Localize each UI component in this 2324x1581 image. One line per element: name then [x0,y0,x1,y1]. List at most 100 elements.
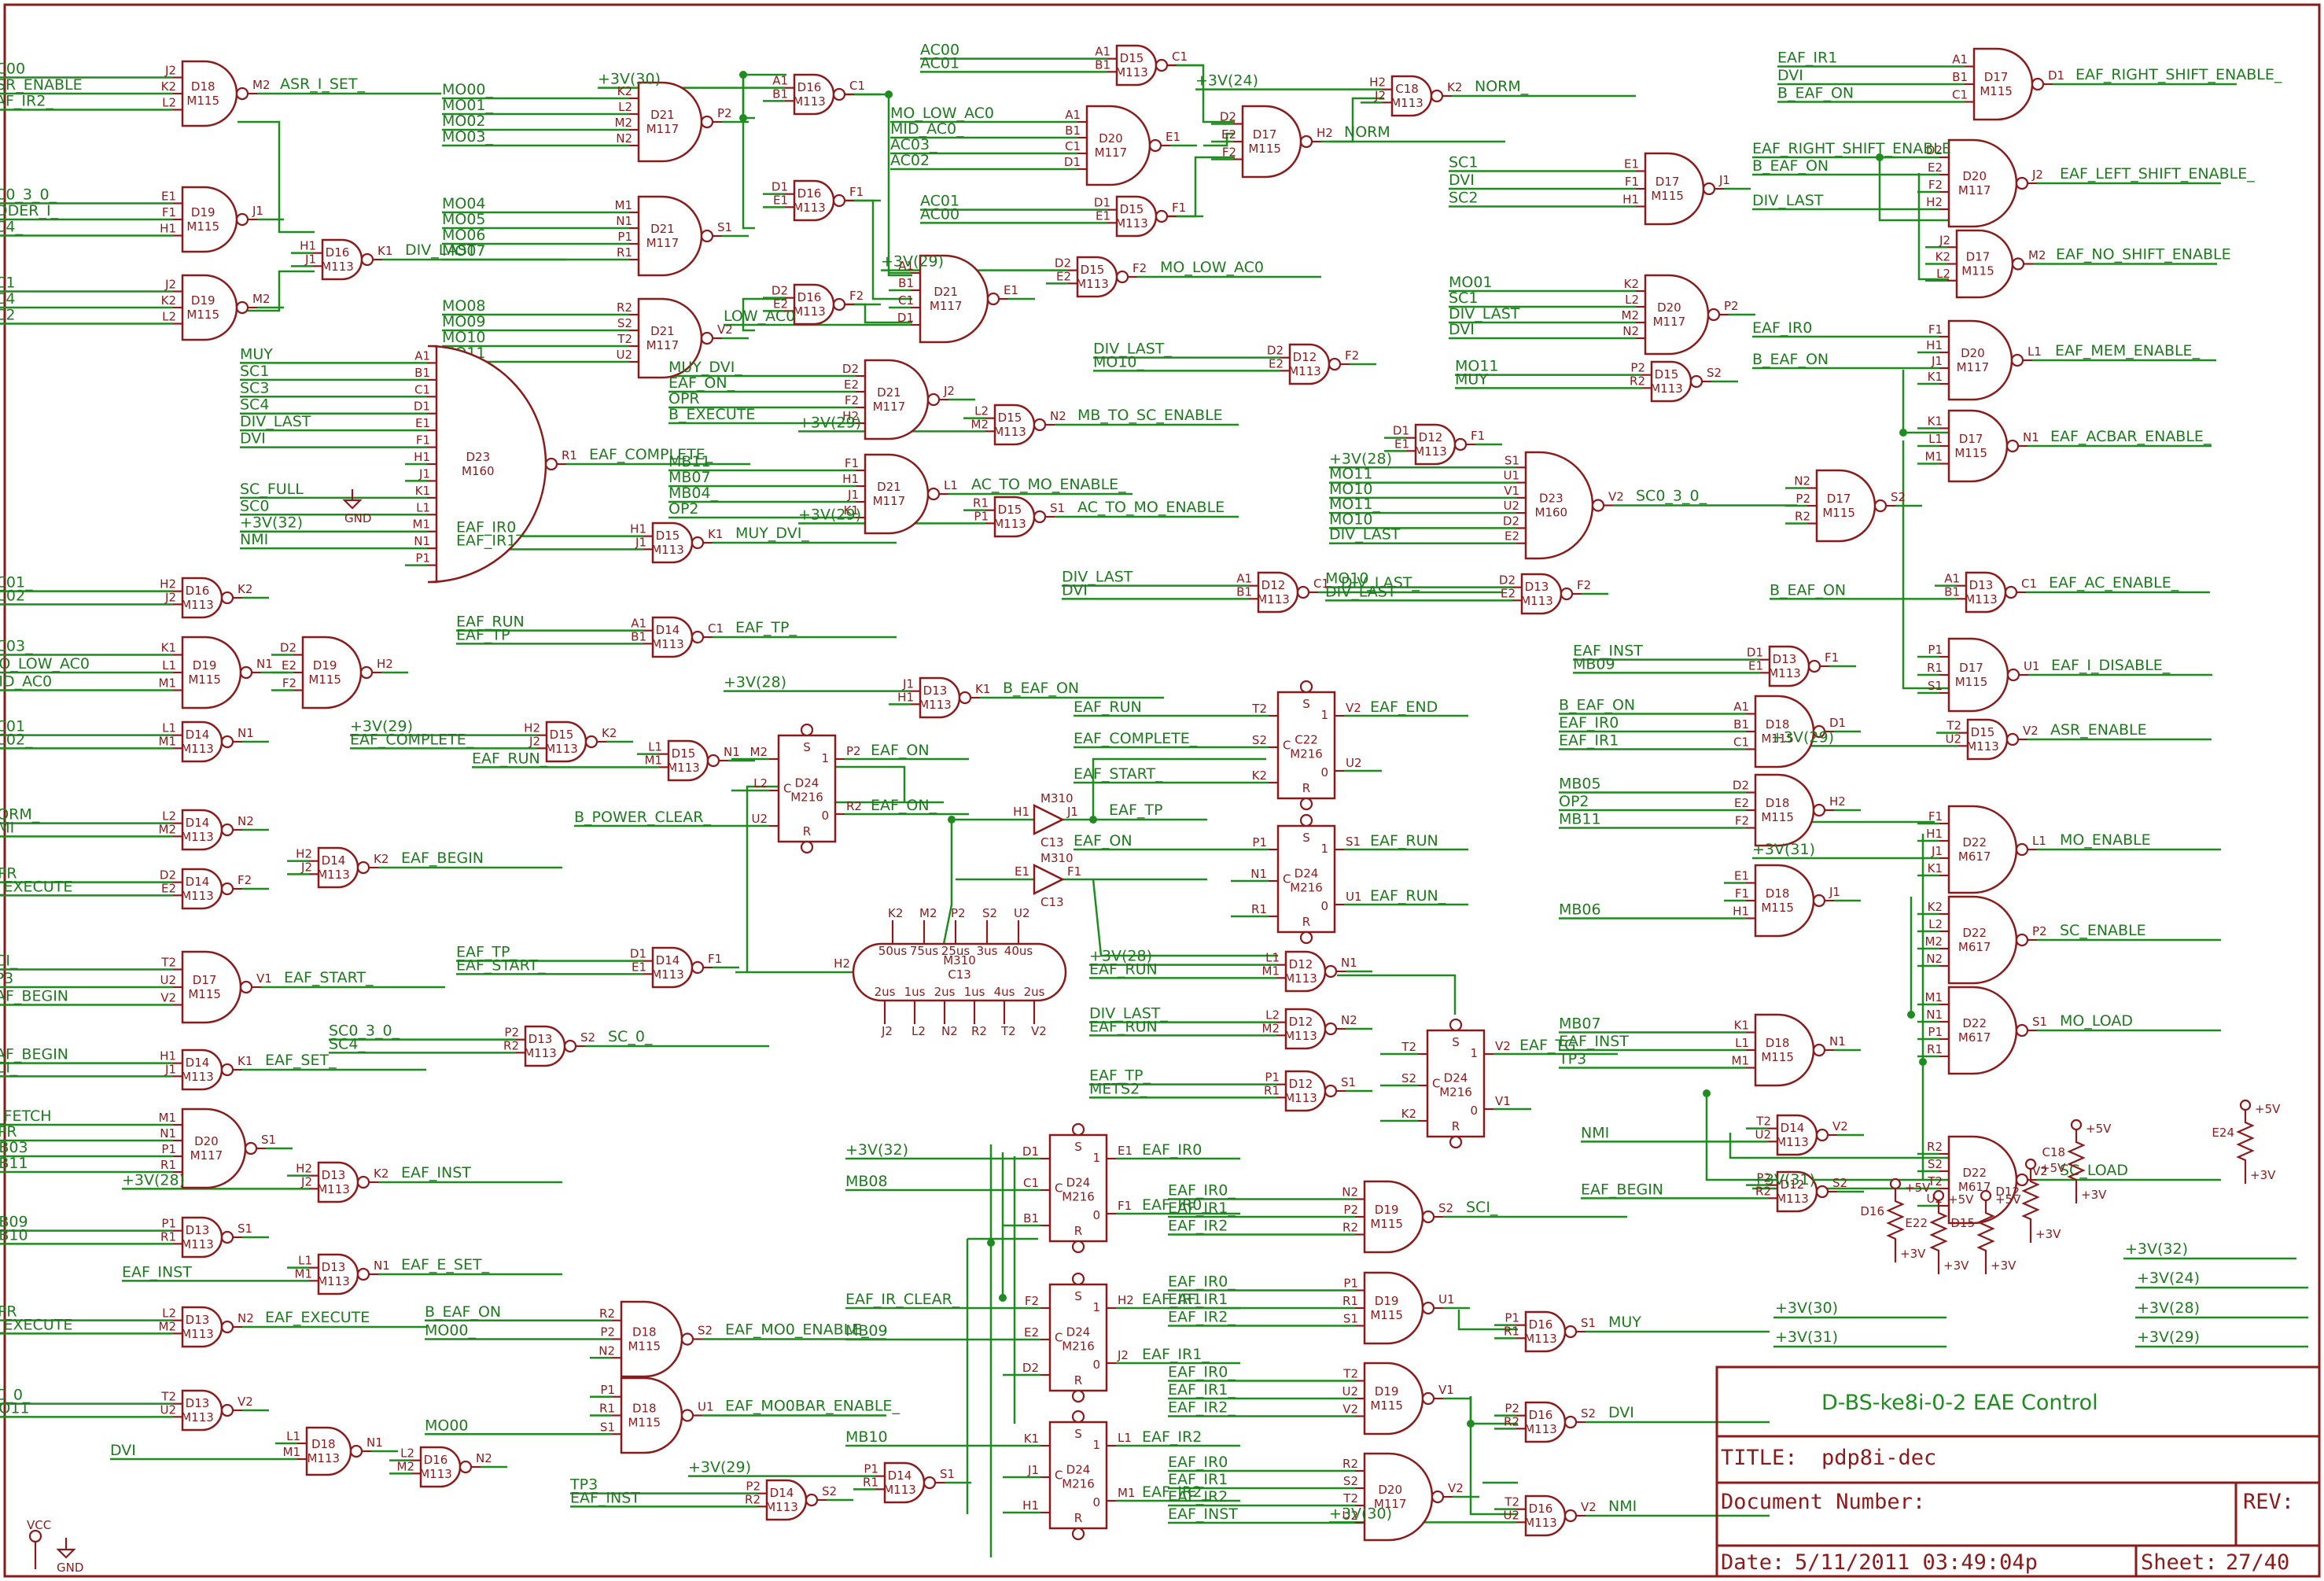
pin-label: U2 [160,973,176,987]
output-signal-label: MO_ENABLE [2060,831,2151,849]
input-signal-label: MO11_ [1329,496,1381,513]
chip-ref: D16 [1529,1318,1553,1332]
pin-label: K2 [1447,80,1462,94]
input-signal-label: MO10_ [1093,353,1145,370]
output-signal-label: EAF_RIGHT_SHIFT_ENABLE_ [2075,66,2282,83]
pin-label: N1 [238,726,254,740]
chip-ref: D23 [466,450,490,464]
supply-terminal [2070,1118,2083,1131]
chip-ref: D15 [1081,263,1105,277]
chip-ref: D14 [186,816,210,830]
chip-ref: D14 [770,1486,794,1500]
nand-gate: P1MB09R1MB10S1D13M113 [0,1214,252,1259]
pin-label: S2 [1401,1071,1416,1085]
title-block-frame [1715,1365,2321,1578]
chip-ref: D22 [1962,1166,1987,1180]
output-bubble [958,691,972,705]
pin-label: F2 [849,289,864,303]
input-signal-label: SC_0_ [0,1387,31,1404]
pin-label: K2 [602,726,617,740]
supply-label: +5V [1948,1192,1974,1207]
pin-label: D1 [2048,68,2064,83]
pin-label: J2 [529,734,540,748]
input-signal-label: OPR [0,865,17,883]
wire-layer [0,57,2308,1557]
chip-type: M113 [1776,1192,1809,1206]
output-bubble [2005,439,2020,453]
pin-label: F2 [238,873,252,887]
pin-label: E2 [1734,796,1749,810]
output-signal-label: SC_ENABLE [2060,922,2146,939]
input-signal-label: B_EXECUTE [0,878,72,895]
chip-type: M113 [181,1410,214,1424]
pin-label: H2 [377,657,393,671]
input-signal-label: MO01_ [442,97,494,114]
output-bubble [986,292,1000,306]
junction-dot [739,71,747,79]
chip-ref: D20 [1099,131,1123,146]
input-signal-label: EAF_INST [570,1489,640,1506]
chip-type: M115 [188,987,221,1001]
pin-label: M2 [252,78,271,92]
input-signal-label: EAF_COMPLETE_ [1074,730,1198,747]
junction-dot [885,90,893,98]
input-signal-label: MO11 [0,1399,30,1417]
pin-label: H2 [296,847,312,861]
input-signal-label: +3V(30) [598,71,661,88]
nand-gate: A1MUYB1SC1C1SC3D1SC4E1DIV_LASTF1DVIH1J1K… [240,345,713,584]
pin-label: V2 [238,1395,253,1409]
pin-label: M1 [159,676,177,691]
chip-type: M113 [667,761,700,775]
input-signal-label: MO01 [1449,274,1493,291]
pin-label: E1 [1118,1144,1133,1158]
input-signal-label: MO_LOW_AC0 [890,105,994,122]
input-signal-label: EAF_TP [456,626,510,643]
gnd-label: GND [57,1561,83,1575]
chip-type: M113 [651,543,684,557]
junction-dot [999,1294,1007,1302]
pin-label: H1 [160,1049,176,1063]
chip-type: M117 [190,1148,223,1163]
pin-label: N2 [598,1343,615,1358]
ff-body [1276,824,1336,934]
pin-label: D2 [280,641,296,655]
resistor-ref: E22 [1905,1216,1928,1230]
pin-label: L1 [162,658,176,673]
pin-label: F1 [1172,201,1186,215]
pin-label: M2 [615,116,633,130]
chip-ref: D17 [1656,175,1680,189]
vcc-gnd-symbols: VCC GND GND [27,489,371,1575]
pin-label: J1 [635,535,646,549]
chip-ref: D18 [1766,886,1790,901]
output-bubble [220,1403,234,1417]
pin-label: R1 [160,1158,176,1172]
pin-label: F1 [845,456,859,470]
output-bubble [832,193,846,208]
chip-ref: D19 [1375,1203,1399,1217]
resistor-zigzag [2067,1130,2086,1203]
pin-label: D1 [772,180,788,194]
pin-label: R1 [1251,902,1267,916]
chip-type: M113 [181,1070,214,1084]
pin-label: S2 [1438,1201,1453,1215]
pin-label: L1 [298,1254,312,1268]
pin-label: F1 [1825,650,1839,665]
chip-ref: D19 [1375,1294,1399,1308]
input-signal-label: AC01_ [0,574,33,591]
pin-label: E2 [1505,529,1519,544]
output-bubble [1702,182,1716,196]
pin-label: M1 [1925,990,1943,1004]
set-bubble [1449,1018,1463,1032]
pin-label: R2 [1342,1457,1358,1471]
pin-label: D2 [160,868,176,883]
output-signal-label: SCI_ [1466,1199,1498,1216]
output-signal-label: SC_0_ [608,1028,653,1045]
pin-label: P2 [1724,299,1739,313]
title-value: pdp8i-dec [1821,1446,1936,1470]
input-signal-label: MB09 [845,1322,888,1340]
chip-ref: D15 [1120,51,1144,65]
